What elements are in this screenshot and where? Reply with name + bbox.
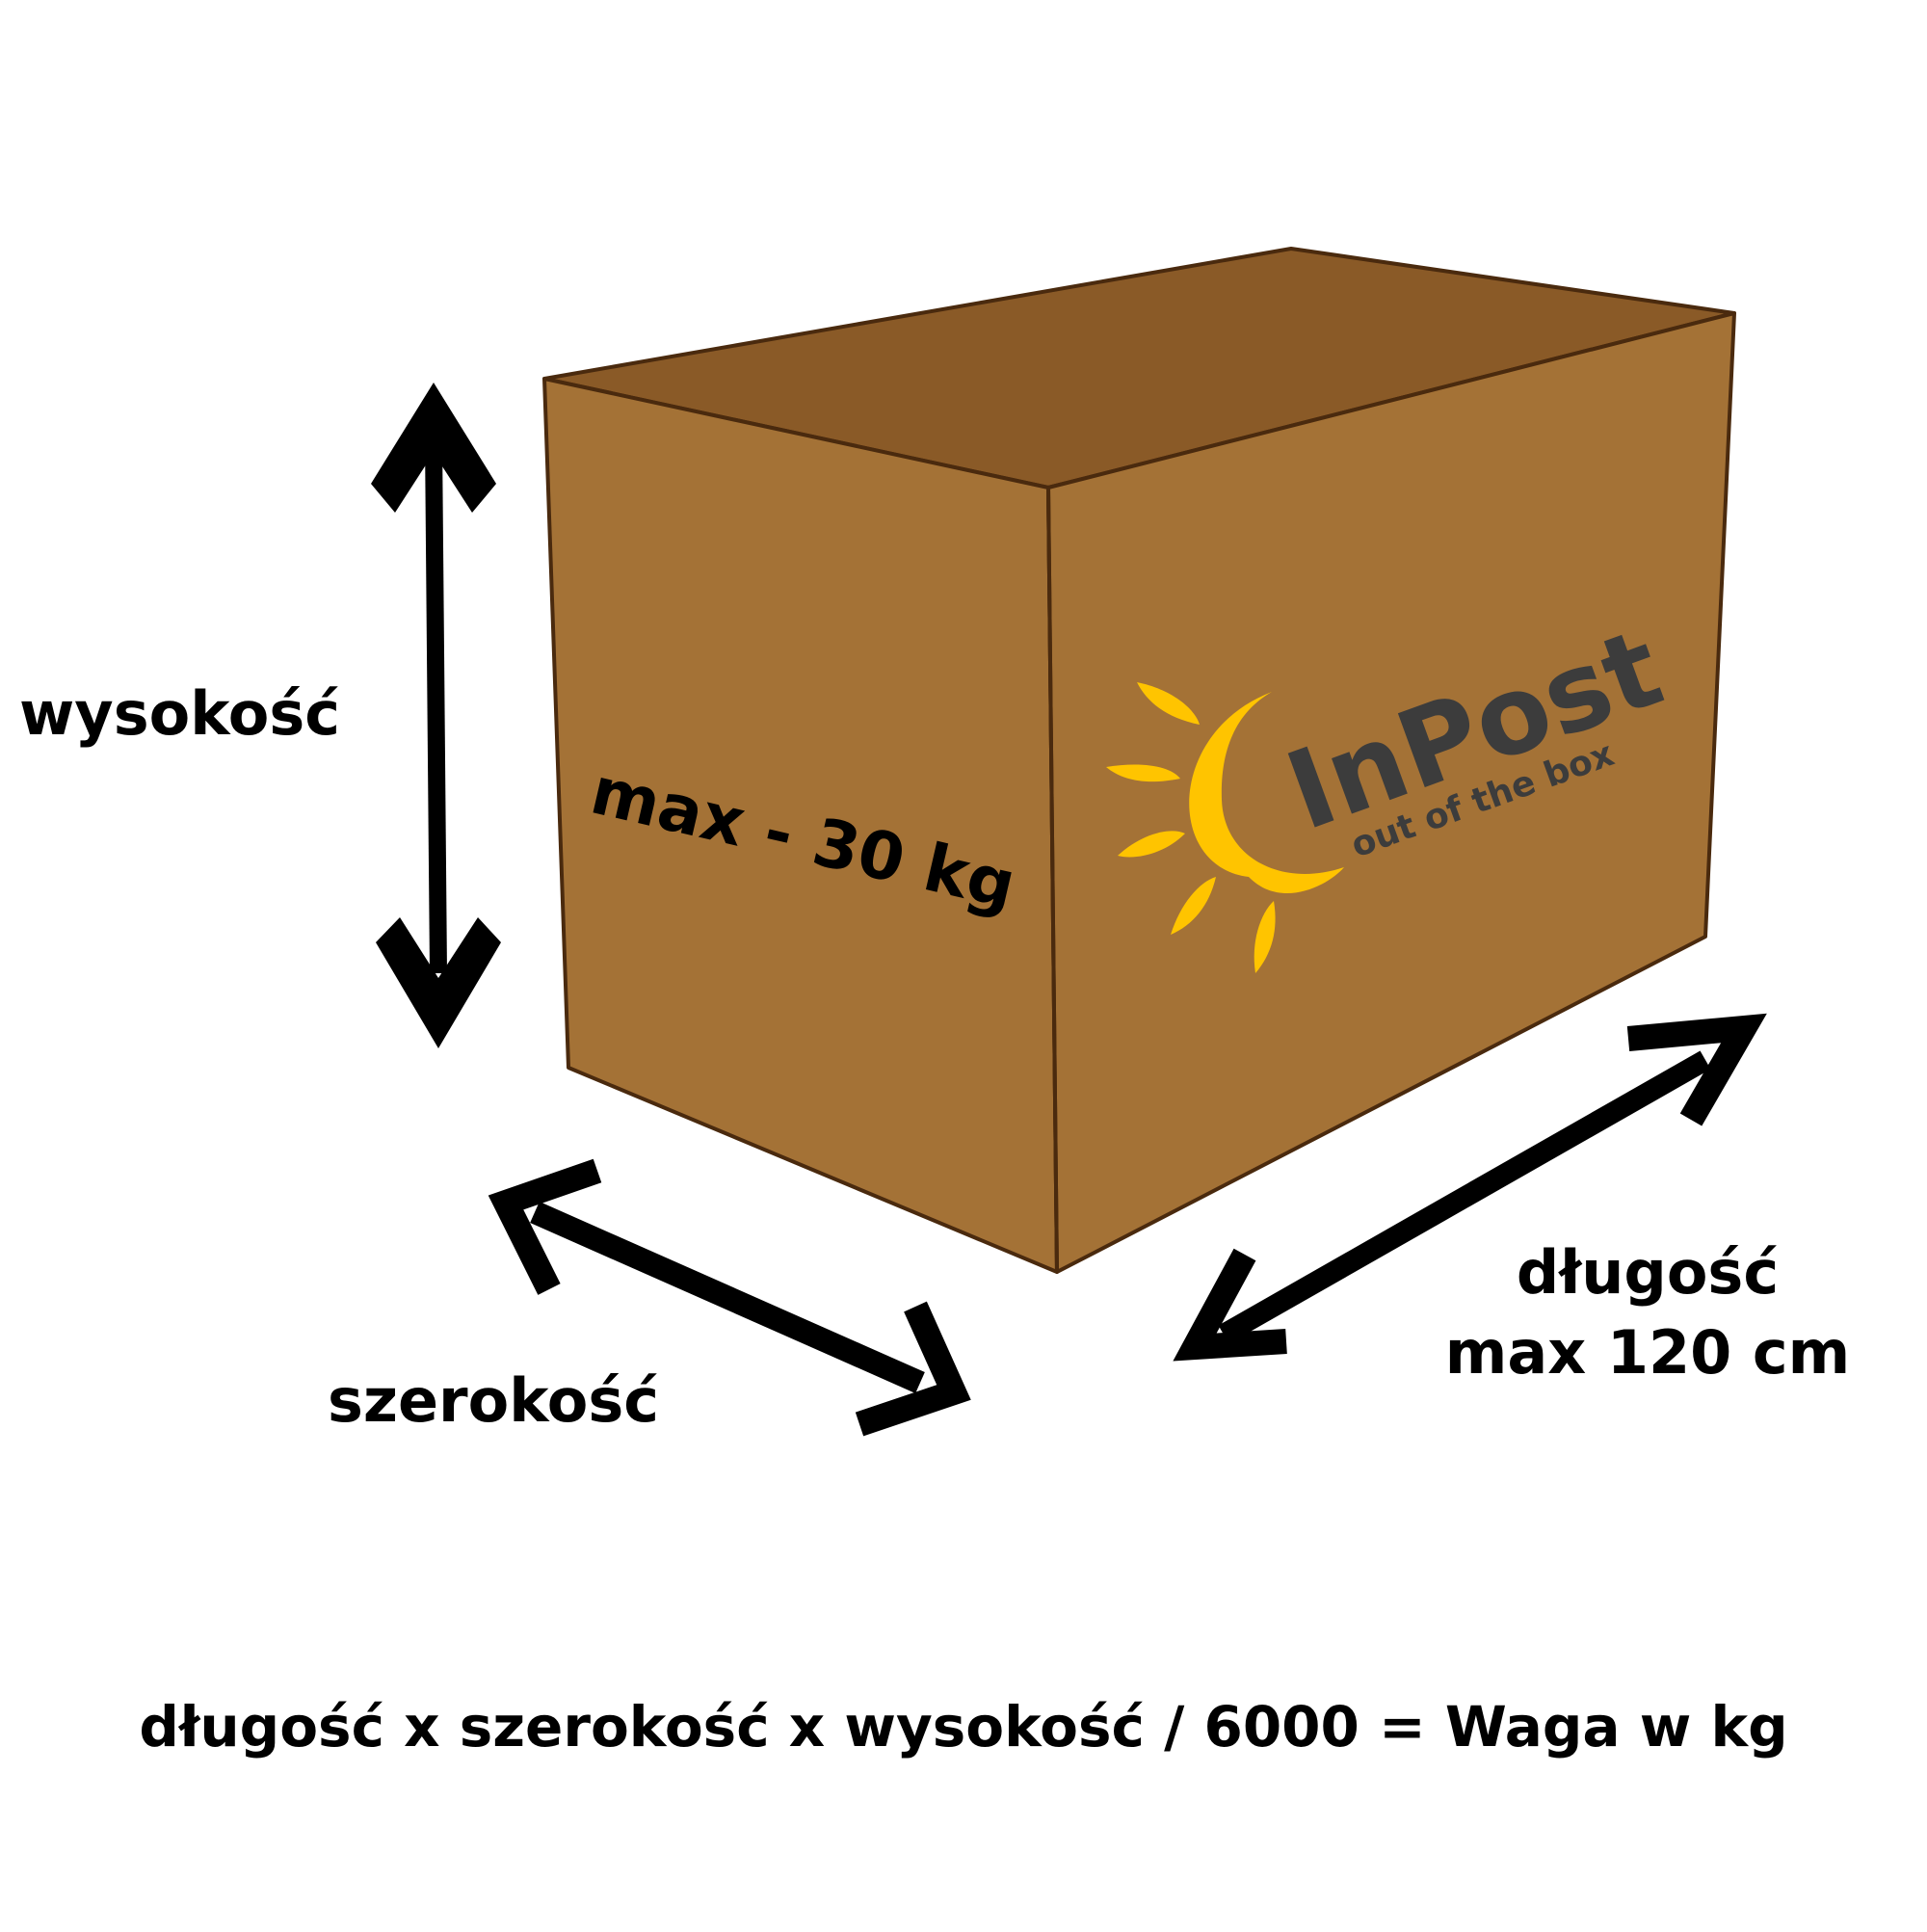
crescent-moon-icon — [1189, 692, 1344, 894]
sun-rays-icon — [1106, 682, 1276, 973]
length-label: długość — [1517, 1237, 1779, 1308]
height-arrow — [371, 383, 501, 1048]
length-max-label: max 120 cm — [1445, 1317, 1850, 1388]
height-arrow-head-up — [371, 383, 496, 513]
height-label: wysokość — [19, 678, 340, 749]
length-arrow-head-right — [1626, 1013, 1767, 1126]
height-arrow-head-down — [376, 917, 501, 1048]
length-arrow-head-left — [1173, 1248, 1287, 1362]
width-arrow-head-left — [488, 1158, 602, 1295]
cardboard-box — [542, 247, 1736, 1274]
width-arrow — [488, 1158, 971, 1437]
box-front-edge — [1046, 487, 1059, 1273]
width-label: szerokość — [328, 1365, 659, 1436]
length-arrow — [1173, 1013, 1767, 1362]
formula-text: długość x szerokość x wysokość / 6000 = … — [139, 1694, 1787, 1760]
width-arrow-head-right — [855, 1301, 971, 1437]
